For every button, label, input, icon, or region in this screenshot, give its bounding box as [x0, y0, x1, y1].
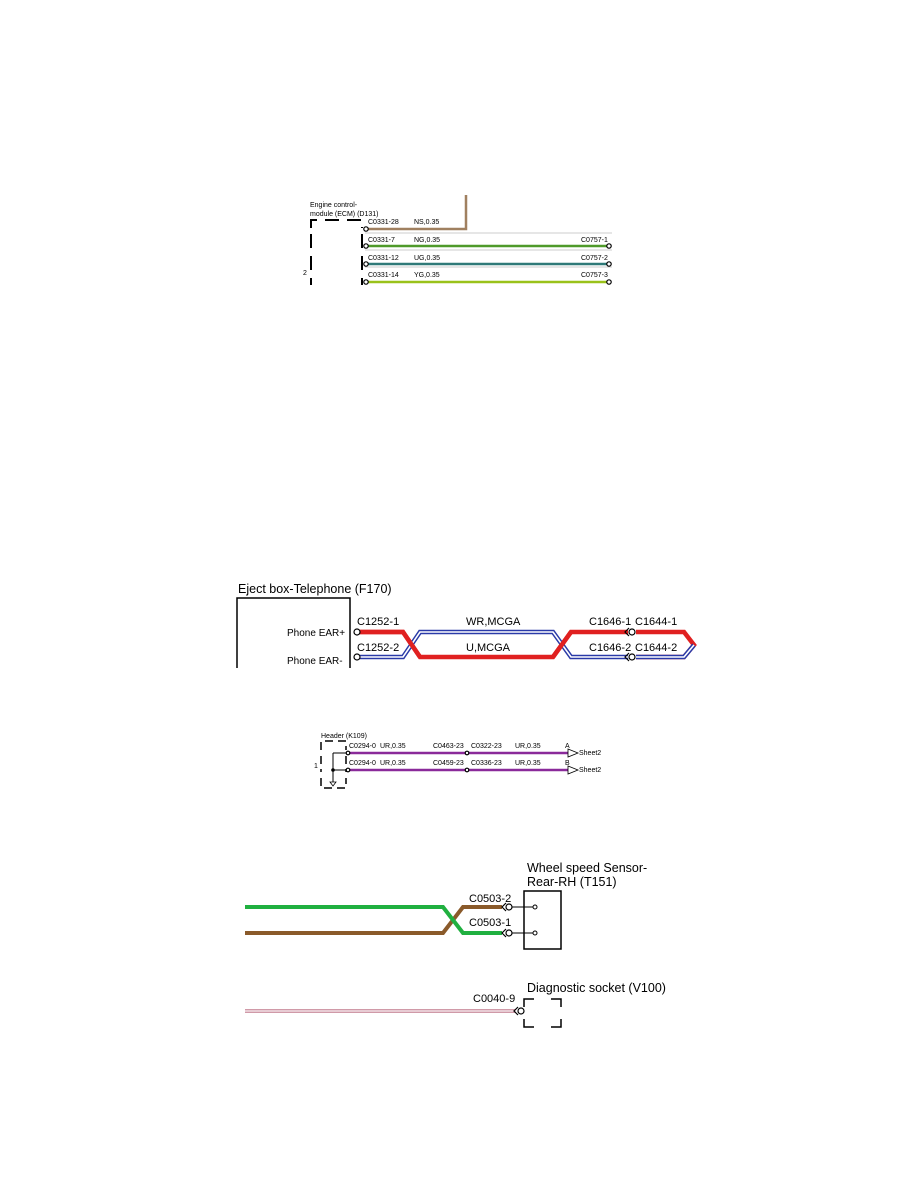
wire-wr-cross	[356, 629, 422, 659]
diag-socket-title: Diagnostic socket (V100)	[527, 981, 666, 995]
ecm-wire-label: NG,0.35	[414, 237, 440, 244]
row-b-sheet: Sheet2	[579, 767, 601, 774]
row-b-letter: B	[565, 760, 570, 767]
wheel-sensor-box	[523, 890, 562, 950]
header-section: Header (K109) 1 C0294-0 UR,0.35 C0463-23…	[314, 733, 601, 789]
row-b-wire1: UR,0.35	[380, 760, 406, 767]
row-b-conn2: C0459-23	[433, 760, 464, 767]
wire-green	[245, 905, 502, 935]
eject-box-title: Eject box-Telephone (F170)	[238, 582, 392, 596]
wire-u-end-core	[636, 644, 695, 658]
inline-connector-icon	[624, 627, 630, 637]
diag-socket-section: Diagnostic socket (V100) C0040-9	[245, 981, 666, 1028]
wheel-conn2-label: C0503-1	[469, 917, 511, 929]
ecm-pin	[363, 279, 369, 285]
diag-conn-label: C0040-9	[473, 993, 515, 1005]
inline-connector-icon	[501, 928, 507, 938]
wire-wr-cross	[551, 630, 573, 659]
sheet-arrow-icon	[567, 748, 580, 758]
eject-conn2-label: C1252-2	[357, 642, 399, 654]
wire-wr-label: WR,MCGA	[466, 616, 521, 628]
diag-pin	[517, 1007, 525, 1015]
header-title: Header (K109)	[321, 733, 367, 740]
diag-socket-corner	[523, 998, 534, 1007]
ecm-conn-label: C0331-12	[368, 255, 399, 262]
inline-connector-icon	[513, 1006, 519, 1016]
wheel-conn1-label: C0503-2	[469, 893, 511, 905]
row-a-conn2: C0463-23	[433, 743, 464, 750]
header-pin	[345, 767, 351, 773]
ecm-pin	[363, 261, 369, 267]
inline-pin	[628, 653, 636, 661]
phone-ear-minus-label: Phone EAR-	[287, 656, 343, 667]
splice-dot	[331, 768, 335, 772]
ecm-pin	[363, 226, 369, 232]
ecm-conn-label: C0331-28	[368, 219, 399, 226]
ecm-wire-label: UG,0.35	[414, 255, 440, 262]
sensor-pin	[505, 903, 513, 911]
wheel-sensor-title-line2: Rear-RH (T151)	[527, 875, 617, 889]
wheel-sensor-section: Wheel speed Sensor- Rear-RH (T151) C0503…	[245, 861, 647, 950]
end1a-label: C1646-1	[589, 616, 631, 628]
wire-u-core	[356, 631, 628, 658]
header-pin	[345, 750, 351, 756]
end-pin	[606, 279, 612, 285]
wire-ns	[366, 195, 468, 231]
ground-icon	[329, 781, 337, 787]
wire-brown	[245, 905, 502, 935]
header-dashed-box-bottom	[320, 778, 347, 789]
header-side-mark: 1	[314, 763, 318, 770]
eject-pin	[353, 628, 361, 636]
row-b-conn3: C0336-23	[471, 760, 502, 767]
ecm-wire-label: YG,0.35	[414, 272, 440, 279]
eject-box-outline	[236, 597, 351, 668]
end-pin	[606, 243, 612, 249]
end-conn-label: C0757-1	[581, 237, 608, 244]
inline-connector-icon	[501, 902, 507, 912]
ecm-pin	[363, 243, 369, 249]
row-a-sheet: Sheet2	[579, 750, 601, 757]
ecm-title-line2: module (ECM) (D131)	[310, 211, 378, 218]
row-a-wire2: UR,0.35	[515, 743, 541, 750]
end2a-label: C1646-2	[589, 642, 631, 654]
eject-pin	[353, 653, 361, 661]
row-a-letter: A	[565, 743, 570, 750]
eject-conn1-label: C1252-1	[357, 616, 399, 628]
row-a-wire1: UR,0.35	[380, 743, 406, 750]
end-conn-label: C0757-3	[581, 272, 608, 279]
ecm-wire-label: NS,0.35	[414, 219, 439, 226]
row-a-conn3: C0322-23	[471, 743, 502, 750]
end1b-label: C1644-1	[635, 616, 677, 628]
end-conn-label: C0757-2	[581, 255, 608, 262]
diag-socket-corner	[551, 998, 562, 1007]
row-b-wire2: UR,0.35	[515, 760, 541, 767]
ecm-side-mark: 2	[303, 270, 307, 277]
phone-ear-plus-label: Phone EAR+	[287, 628, 345, 639]
inline-pin	[628, 628, 636, 636]
inline-pin	[464, 750, 470, 756]
sensor-pin	[505, 929, 513, 937]
ecm-conn-label: C0331-7	[368, 237, 395, 244]
inline-connector-icon	[624, 652, 630, 662]
wire-u-label: U,MCGA	[466, 642, 511, 654]
wheel-sensor-title-line1: Wheel speed Sensor-	[527, 861, 647, 875]
header-dashed-box-top	[320, 740, 347, 750]
sheet-arrow-icon	[567, 765, 580, 775]
row-a-conn1: C0294-0	[349, 743, 376, 750]
end2b-label: C1644-2	[635, 642, 677, 654]
diag-socket-corner	[551, 1019, 562, 1028]
sensor-terminal	[532, 930, 538, 936]
sensor-terminal	[532, 904, 538, 910]
ecm-title-line1: Engine control-	[310, 202, 358, 209]
row-b-conn1: C0294-0	[349, 760, 376, 767]
ecm-dashed-box-top	[310, 219, 363, 228]
ecm-conn-label: C0331-14	[368, 272, 399, 279]
inline-pin	[464, 767, 470, 773]
diag-socket-corner	[523, 1019, 534, 1028]
eject-box-section: Eject box-Telephone (F170) Phone EAR+ Ph…	[236, 582, 697, 668]
end-pin	[606, 261, 612, 267]
ecm-section: Engine control- module (ECM) (D131) 2 C0…	[303, 195, 612, 285]
